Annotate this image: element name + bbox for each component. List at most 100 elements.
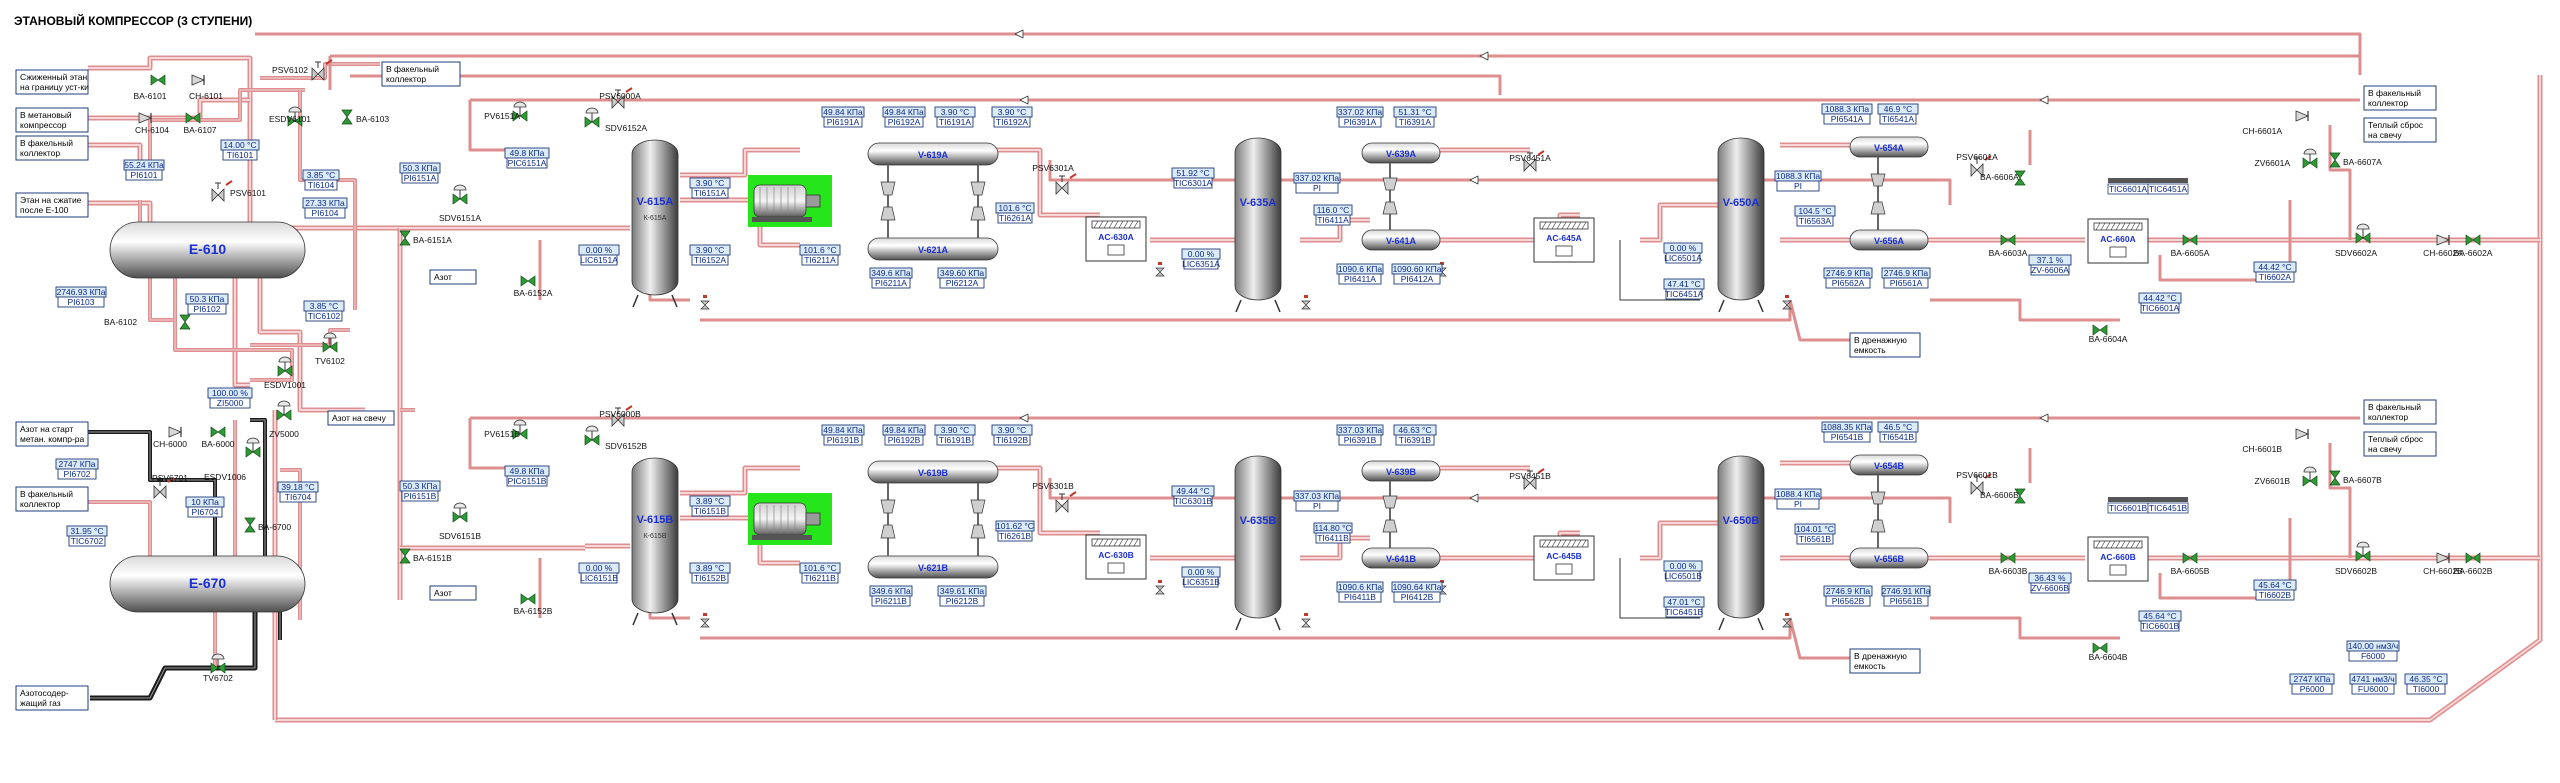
compressor-motor[interactable]: [748, 175, 832, 227]
psv-psv6451b[interactable]: PSV6451B: [1509, 468, 1551, 490]
valve-ba-6606a[interactable]: BA-6606A: [1980, 170, 2026, 186]
check-valve-ch-6000[interactable]: CH-6000: [153, 426, 187, 449]
drum-641-b[interactable]: V-641B: [1361, 547, 1441, 569]
valve-ba-6604b[interactable]: BA-6604B: [2089, 642, 2128, 662]
cooler-630-a[interactable]: AC-630A: [1085, 216, 1147, 262]
valve-ba-6107[interactable]: BA-6107: [183, 112, 217, 135]
cooler-660-a[interactable]: AC-660A: [2087, 218, 2149, 264]
psv-psv6301b[interactable]: PSV6301B: [1032, 481, 1077, 513]
column-635-a[interactable]: V-635A: [1234, 137, 1282, 313]
cooler-630-b[interactable]: AC-630B: [1085, 534, 1147, 580]
drum-639-a[interactable]: V-639A: [1361, 142, 1441, 164]
drum-656-b[interactable]: V-656B: [1849, 547, 1929, 569]
drain-valve[interactable]: [1782, 295, 1792, 310]
control-valve-sdv6152a[interactable]: SDV6152A: [584, 107, 647, 133]
control-valve-sdv6602a[interactable]: SDV6602A: [2335, 223, 2377, 258]
valve-ba-6151a[interactable]: BA-6151A: [399, 230, 452, 246]
readout-lic6501b[interactable]: 0.00 %LIC6501B: [1663, 560, 1703, 582]
column-615-a[interactable]: V-615A: [631, 139, 679, 308]
column-650-b[interactable]: V-650B: [1717, 455, 1765, 631]
control-valve-sdv6151a[interactable]: SDV6151A: [439, 184, 481, 223]
valve-ba-6603a[interactable]: BA-6603A: [1989, 234, 2028, 258]
psv-psv6000a[interactable]: PSV6000A: [599, 87, 641, 109]
column-650-a[interactable]: V-650A: [1717, 137, 1765, 313]
readout-lic6351a[interactable]: 0.00 %LIC6351A: [1181, 248, 1221, 270]
column-635-b[interactable]: V-635B: [1234, 455, 1282, 631]
valve-ba-6152b[interactable]: BA-6152B: [514, 593, 553, 616]
readout-lic6151a[interactable]: 0.00 %LIC6151A: [578, 244, 620, 266]
readout-lic6151b[interactable]: 0.00 %LIC6151B: [578, 562, 620, 584]
control-valve-tv6102[interactable]: TV6102: [315, 332, 345, 366]
drum-641-a[interactable]: V-641A: [1361, 229, 1441, 251]
drum-619-a[interactable]: V-619A: [867, 142, 999, 166]
valve-ba-6602a[interactable]: BA-6602A: [2454, 234, 2493, 258]
drain-valve[interactable]: [1301, 613, 1311, 628]
valve-ba-6103[interactable]: BA-6103: [341, 109, 389, 125]
valve-ba-6700[interactable]: BA-6700: [244, 517, 291, 533]
column-615-b[interactable]: V-615B: [631, 457, 679, 626]
check-valve-ch-6601b[interactable]: CH-6601B: [2242, 428, 2310, 454]
psv-psv6601a[interactable]: PSV6601A: [1956, 152, 1998, 177]
valve-ba-6603b[interactable]: BA-6603B: [1989, 552, 2028, 576]
check-valve-ch-6601a[interactable]: CH-6601A: [2242, 110, 2310, 136]
valve-ba-6605a[interactable]: BA-6605A: [2171, 234, 2210, 258]
drum-621-a[interactable]: V-621A: [867, 237, 999, 261]
drum-656-a[interactable]: V-656A: [1849, 229, 1929, 251]
valve-ba-6602b[interactable]: BA-6602B: [2454, 552, 2493, 576]
drum-619-b[interactable]: V-619B: [867, 460, 999, 484]
valve-ba-6151b[interactable]: BA-6151B: [399, 548, 452, 564]
drain-valve[interactable]: [700, 613, 710, 628]
cooler-645-a[interactable]: AC-645A: [1533, 217, 1595, 263]
valve-ba-6605b[interactable]: BA-6605B: [2171, 552, 2210, 576]
control-valve-tv6702[interactable]: TV6702: [203, 653, 233, 683]
control-valve-pv6151a[interactable]: PV6151A: [484, 101, 528, 122]
drain-valve[interactable]: [1782, 613, 1792, 628]
drain-valve[interactable]: [700, 295, 710, 310]
drum-639-b[interactable]: V-639B: [1361, 460, 1441, 482]
